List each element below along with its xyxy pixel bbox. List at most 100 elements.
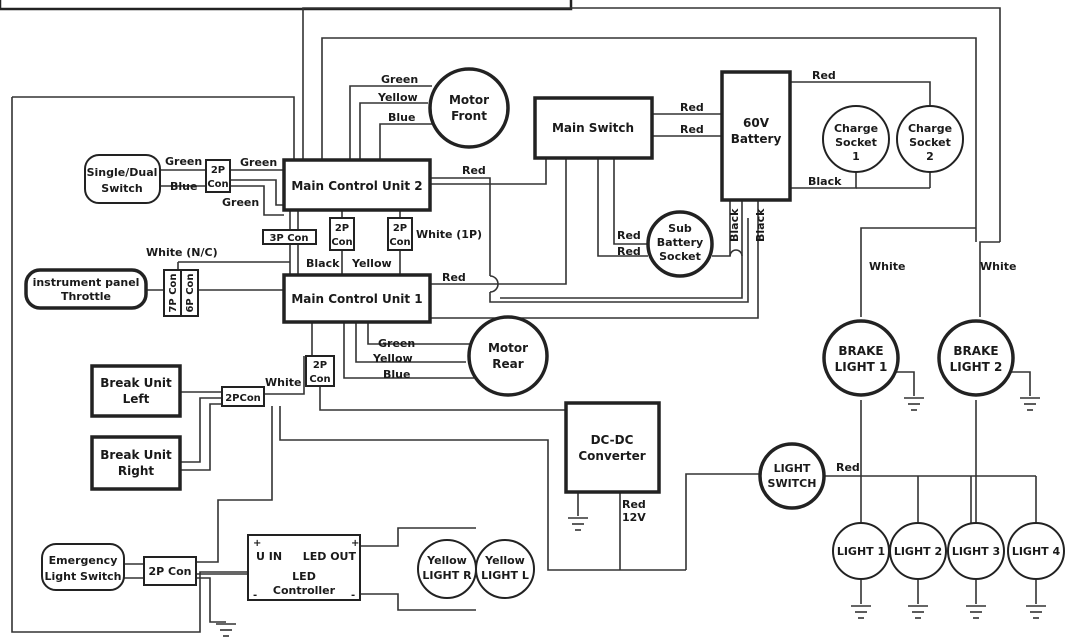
instrument-panel-throttle: instrument panel Throttle xyxy=(24,268,148,310)
svg-text:Con: Con xyxy=(309,374,330,385)
svg-text:Red: Red xyxy=(836,461,860,474)
svg-text:LIGHT L: LIGHT L xyxy=(481,569,529,582)
connector-3p: 3P Con xyxy=(262,229,317,245)
battery-60v: 60V Battery xyxy=(720,70,792,202)
svg-text:+: + xyxy=(253,538,261,549)
svg-text:Black: Black xyxy=(808,175,842,188)
svg-text:Yellow: Yellow xyxy=(426,554,467,567)
ground-icon xyxy=(966,605,986,619)
connector-6p: 6P Con xyxy=(180,269,199,317)
svg-text:LIGHT 2: LIGHT 2 xyxy=(894,545,942,558)
main-control-unit-2: Main Control Unit 2 xyxy=(282,158,432,212)
svg-text:Yellow: Yellow xyxy=(372,352,413,365)
svg-text:Sub: Sub xyxy=(668,222,692,235)
svg-text:7P Con: 7P Con xyxy=(168,273,179,312)
svg-text:DC-DC: DC-DC xyxy=(591,433,634,447)
svg-text:6P Con: 6P Con xyxy=(185,273,196,312)
svg-text:Battery: Battery xyxy=(657,236,703,249)
svg-text:Blue: Blue xyxy=(170,180,197,193)
connector-2p-c: 2P Con xyxy=(387,217,413,251)
svg-text:LED: LED xyxy=(292,570,316,583)
svg-text:+: + xyxy=(351,538,359,549)
brake-light-1: BRAKE LIGHT 1 xyxy=(822,319,900,397)
svg-text:2P: 2P xyxy=(313,360,327,371)
svg-text:Switch: Switch xyxy=(101,182,142,195)
svg-text:Rear: Rear xyxy=(492,357,523,371)
light-switch: LIGHT SWITCH xyxy=(758,442,826,510)
svg-text:Socket: Socket xyxy=(659,250,701,263)
led-controller: + - + - U IN LED OUT LED Controller xyxy=(247,534,361,601)
svg-text:Red: Red xyxy=(680,123,704,136)
svg-text:Red: Red xyxy=(622,498,646,511)
svg-text:LIGHT 3: LIGHT 3 xyxy=(952,545,1000,558)
svg-text:Black: Black xyxy=(306,257,340,270)
svg-text:Yellow: Yellow xyxy=(377,91,418,104)
svg-text:White: White xyxy=(980,260,1016,273)
ground-icon xyxy=(908,605,928,619)
svg-text:Main Switch: Main Switch xyxy=(552,121,634,135)
ground-symbols xyxy=(216,397,1046,637)
svg-text:Green: Green xyxy=(165,155,202,168)
svg-text:Break Unit: Break Unit xyxy=(100,376,172,390)
svg-text:-: - xyxy=(351,590,355,601)
svg-text:12V: 12V xyxy=(622,511,646,524)
svg-text:2: 2 xyxy=(926,150,934,163)
wire-labels: Green Yellow Blue Red Red Red Black Gree… xyxy=(146,69,1016,524)
svg-text:Red: Red xyxy=(617,229,641,242)
yellow-light-r: Yellow LIGHT R xyxy=(417,539,477,599)
svg-text:LIGHT: LIGHT xyxy=(774,462,811,475)
svg-text:Red: Red xyxy=(442,271,466,284)
light-2: LIGHT 2 xyxy=(889,522,947,580)
svg-text:Converter: Converter xyxy=(578,449,645,463)
connector-2p-d: 2P Con xyxy=(305,355,335,387)
connector-7p: 7P Con xyxy=(163,269,182,317)
light-3: LIGHT 3 xyxy=(947,522,1005,580)
svg-text:Con: Con xyxy=(207,179,228,190)
ground-icon xyxy=(851,605,871,619)
svg-text:3P Con: 3P Con xyxy=(269,233,308,244)
svg-text:LIGHT R: LIGHT R xyxy=(422,569,472,582)
svg-text:Charge: Charge xyxy=(834,122,878,135)
svg-text:LIGHT 4: LIGHT 4 xyxy=(1012,545,1061,558)
svg-text:Left: Left xyxy=(123,392,150,406)
svg-text:Red: Red xyxy=(617,245,641,258)
svg-text:Single/Dual: Single/Dual xyxy=(87,166,158,179)
svg-text:Black: Black xyxy=(728,208,741,242)
ground-icon xyxy=(1026,605,1046,619)
svg-text:2P: 2P xyxy=(335,223,349,234)
emergency-light-switch: Emergency Light Switch xyxy=(41,543,125,591)
svg-text:Con: Con xyxy=(331,237,352,248)
connector-2p-a: 2P Con xyxy=(205,159,231,193)
svg-text:Charge: Charge xyxy=(908,122,952,135)
svg-text:Front: Front xyxy=(451,109,487,123)
svg-text:BRAKE: BRAKE xyxy=(953,344,998,358)
svg-text:Blue: Blue xyxy=(383,368,410,381)
main-control-unit-1: Main Control Unit 1 xyxy=(282,273,432,324)
svg-text:1: 1 xyxy=(852,150,860,163)
svg-text:2P: 2P xyxy=(211,165,225,176)
svg-text:LIGHT 1: LIGHT 1 xyxy=(837,545,885,558)
svg-text:60V: 60V xyxy=(743,116,770,130)
svg-text:White: White xyxy=(869,260,905,273)
svg-text:LIGHT 2: LIGHT 2 xyxy=(950,360,1003,374)
charge-socket-1: Charge Socket 1 xyxy=(822,105,890,173)
svg-text:Green: Green xyxy=(378,337,415,350)
svg-text:Green: Green xyxy=(381,73,418,86)
svg-text:Red: Red xyxy=(680,101,704,114)
brake-light-2: BRAKE LIGHT 2 xyxy=(937,319,1015,397)
break-unit-right: Break Unit Right xyxy=(90,435,182,491)
svg-text:Main Control Unit 2: Main Control Unit 2 xyxy=(291,179,422,193)
break-unit-left: Break Unit Left xyxy=(90,364,182,418)
svg-text:LED OUT: LED OUT xyxy=(303,550,357,563)
dc-dc-converter: DC-DC Converter xyxy=(564,401,661,494)
svg-text:Green: Green xyxy=(240,156,277,169)
connector-2p-e: 2P Con xyxy=(143,556,197,586)
svg-text:Battery: Battery xyxy=(731,132,782,146)
connector-2pcon: 2PCon xyxy=(221,386,265,407)
ground-icon xyxy=(904,397,924,411)
svg-text:White (N/C): White (N/C) xyxy=(146,246,218,259)
charge-socket-2: Charge Socket 2 xyxy=(896,105,964,173)
ground-icon xyxy=(1020,397,1040,411)
svg-text:Emergency: Emergency xyxy=(49,554,118,567)
